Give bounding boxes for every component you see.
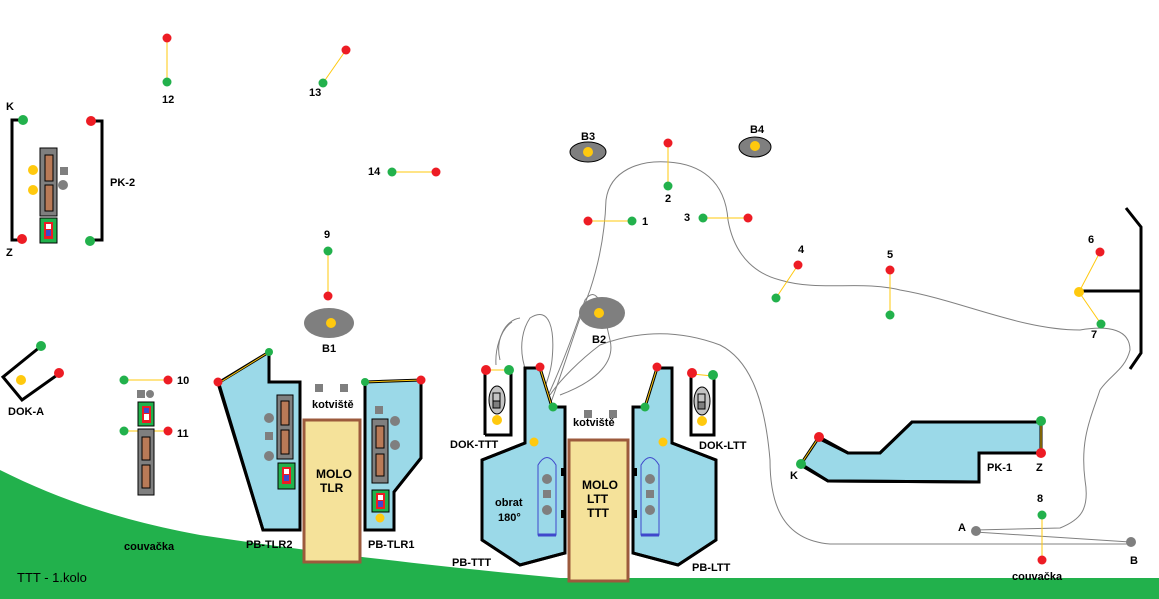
dock-dok-ttt [481, 365, 514, 437]
reverse-label-right: couvačka [1012, 571, 1063, 583]
dock-pk2 [10, 115, 104, 246]
gate-5 [885, 265, 895, 320]
dok-ttt-label: DOK-TTT [450, 439, 499, 451]
point-b-marker [1126, 537, 1136, 547]
anchor-marker [584, 410, 592, 418]
gate-10-label: 10 [177, 375, 189, 387]
gate-11 [119, 426, 173, 436]
gate-3 [698, 213, 753, 223]
gate-red-marker [86, 116, 96, 126]
pier-tlr-line1: MOLO [316, 467, 352, 481]
pk2-k-label: K [6, 101, 14, 113]
buoy-b1 [304, 308, 354, 338]
gate-8-label: 8 [1037, 493, 1043, 505]
point-b-label: B [1130, 555, 1138, 567]
buoy-b2 [579, 297, 625, 329]
reverse-label-left: couvačka [124, 541, 175, 553]
dock-right-tbar [1079, 207, 1143, 370]
buoy-marker [28, 165, 38, 175]
buoy-b3-label: B3 [581, 131, 595, 143]
gate-9-label: 9 [324, 229, 330, 241]
pb-ttt-label: PB-TTT [452, 557, 491, 569]
anchor-marker [315, 384, 323, 392]
buoy-b1-label: B1 [322, 343, 336, 355]
pk1-z-label: Z [1036, 462, 1043, 474]
pk2-label: PK-2 [110, 177, 135, 189]
point-a-marker [971, 526, 981, 536]
pier-ltt-line1: MOLO [582, 478, 618, 492]
pier-tlr [302, 418, 362, 564]
gate-1 [583, 216, 637, 226]
pontoon-left [137, 390, 155, 496]
gate-green-marker [85, 236, 95, 246]
dok-ltt-label: DOK-LTT [699, 440, 747, 452]
buoy-b2-label: B2 [592, 334, 606, 346]
gate-10 [119, 375, 173, 385]
buoy-b3 [569, 141, 607, 163]
gate-8 [1037, 510, 1047, 565]
dok-a-label: DOK-A [8, 406, 44, 418]
gate-4-label: 4 [798, 244, 805, 256]
gate-14 [387, 167, 441, 177]
gate-6-7 [1074, 247, 1106, 329]
pb-tlr1-label: PB-TLR1 [368, 539, 414, 551]
basin-pb-tlr1 [361, 375, 426, 532]
gate-4 [771, 260, 803, 303]
gate-7-label: 7 [1091, 329, 1097, 341]
dock-dok-ltt [687, 368, 718, 437]
pb-tlr2-label: PB-TLR2 [246, 539, 292, 551]
pk1-k-label: K [790, 470, 798, 482]
pier-ltt-ttt [567, 438, 630, 583]
gate-13 [318, 45, 351, 88]
buoy-b4 [738, 136, 772, 158]
gate-13-label: 13 [309, 87, 321, 99]
dock-pk1 [796, 416, 1046, 484]
point-a-label: A [958, 522, 966, 534]
pb-ltt-label: PB-LTT [692, 562, 731, 574]
gate-12-label: 12 [162, 94, 174, 106]
gate-2-label: 2 [665, 193, 671, 205]
pier-ltt-line3: TTT [587, 506, 610, 520]
shore-ground [0, 470, 1159, 599]
turn-note-line1: obrat [495, 497, 523, 509]
buoy-marker [28, 185, 38, 195]
pier-tlr-line2: TLR [320, 481, 344, 495]
pk2-z-label: Z [6, 247, 13, 259]
basin-pb-tlr2 [213, 348, 302, 532]
gate-12 [162, 33, 172, 87]
gate-red-marker [17, 234, 27, 244]
pk1-label: PK-1 [987, 462, 1012, 474]
gate-14-label: 14 [368, 166, 381, 178]
pier-ltt-line2: LTT [587, 492, 609, 506]
map-title: TTT - 1.kolo [17, 570, 87, 585]
gate-3-label: 3 [684, 212, 690, 224]
buoy-b4-label: B4 [750, 124, 765, 136]
anchorage-label-tlr: kotviště [312, 399, 354, 411]
gate-9 [323, 246, 333, 301]
anchorage-label-ltt: kotviště [573, 417, 615, 429]
gate-green-marker [18, 115, 28, 125]
gate-2 [663, 138, 673, 191]
anchor-marker [340, 384, 348, 392]
gate-6-label: 6 [1088, 234, 1094, 246]
anchor-marker [609, 410, 617, 418]
gate-1-label: 1 [642, 216, 648, 228]
basin-pb-ltt [631, 362, 718, 567]
gate-5-label: 5 [887, 249, 893, 261]
dock-dok-a [0, 341, 64, 403]
gate-11-label: 11 [177, 428, 189, 440]
basin-pb-ttt [480, 362, 567, 567]
turn-note-line2: 180° [498, 512, 521, 524]
